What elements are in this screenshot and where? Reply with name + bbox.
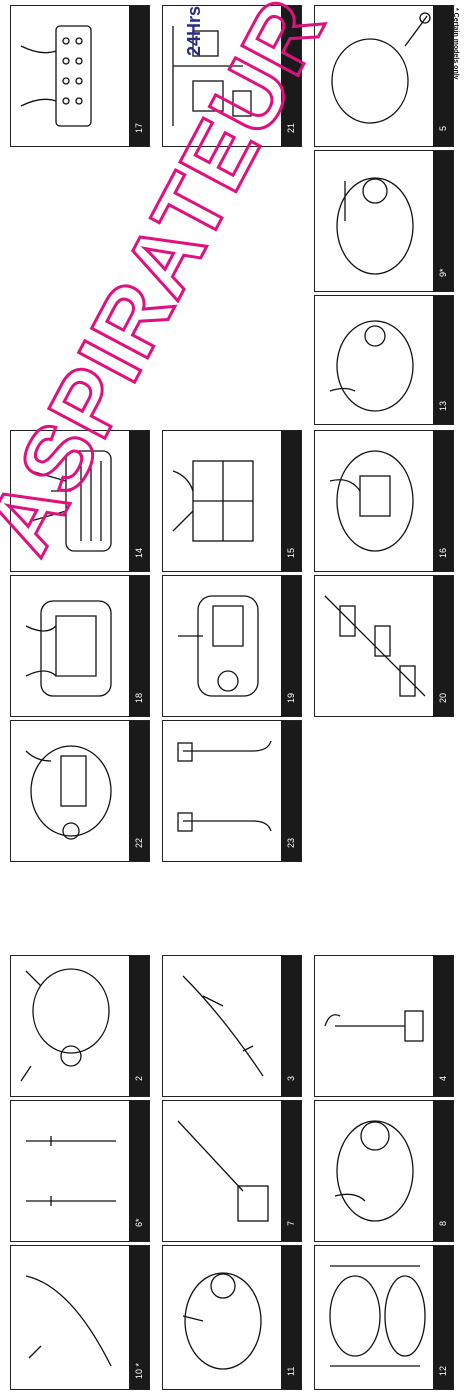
panel-7: 7 (162, 1100, 302, 1242)
panel-18: 18 (10, 575, 150, 717)
panel-16: 16 (314, 430, 454, 572)
panel-13: 13 (314, 295, 454, 425)
illustration-carry-handle-icon (315, 296, 433, 425)
illustration-cassette-icon (163, 576, 281, 716)
panel-19: 19 (162, 575, 302, 717)
panel-21: 21 (162, 5, 302, 147)
illustration-cord-pull-icon (315, 6, 433, 146)
illustration-wand-attach-icon (163, 956, 281, 1096)
illustration-dry-24h-icon (163, 6, 281, 146)
illustration-floor-brush-icon (163, 1101, 281, 1241)
illustration-storage-parking-icon (315, 1246, 433, 1386)
panel-6: 6* (10, 1100, 150, 1242)
panel-17-display: 17 (10, 5, 150, 147)
illustration-suction-control-icon (315, 151, 433, 291)
illustration-power-button-icon (315, 1101, 433, 1241)
panel-15: 15 (162, 430, 302, 572)
illustration-filter-open-icon (11, 431, 129, 571)
panel-12: 12 (314, 1245, 454, 1390)
illustration-filter-frame-icon (163, 431, 281, 571)
panel-10: 10 * (10, 1245, 150, 1390)
illustration-hose-wand-icon (11, 1246, 129, 1386)
panel-23: 23 (162, 720, 302, 862)
illustration-hose-handles-icon (163, 721, 281, 861)
illustration-filters-lift-icon (315, 576, 433, 716)
panel-5: 5 (314, 5, 454, 147)
illustration-nozzle-attach-icon (315, 956, 433, 1096)
illustration-remove-filter-icon (11, 576, 129, 716)
panel-4: 4 (314, 955, 454, 1097)
panel-14: 14 (10, 430, 150, 572)
panel-3: 3 (162, 955, 302, 1097)
illustration-wash-filter-icon (11, 6, 129, 146)
illustration-telescopic-tube-icon (11, 1101, 129, 1241)
panel-9: 9* (314, 150, 454, 292)
illustration-cord-rewind-icon (163, 1246, 281, 1386)
illustration-open-cover-icon (315, 431, 433, 571)
panel-2: 2 (10, 955, 150, 1097)
panel-20: 20 (314, 575, 454, 717)
sign-24hrs: 24Hrs (184, 6, 205, 56)
panel-8: 8 (314, 1100, 454, 1242)
illustration-rear-vent-icon (11, 721, 129, 861)
panel-22: 22 (10, 720, 150, 862)
illustration-hose-connect-icon (11, 956, 129, 1096)
panel-11: 11 (162, 1245, 302, 1390)
